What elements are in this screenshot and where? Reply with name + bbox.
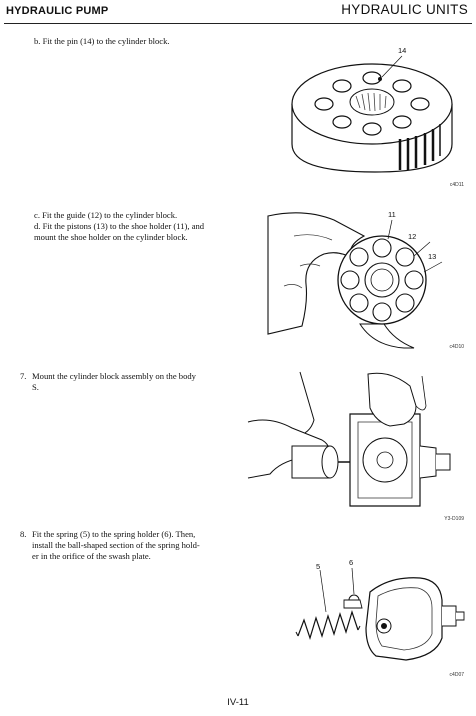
step-8-line: 8. Fit the spring (5) to the spring holde… — [20, 529, 200, 540]
figure-code: Y3-D109 — [444, 516, 464, 522]
step-7-line: 7. Mount the cylinder block assembly on t… — [20, 371, 196, 382]
figure-shoe-holder: 11 12 13 c4D10 — [264, 206, 466, 352]
step-d-line-2: mount the shoe holder on the cylinder bl… — [34, 232, 188, 242]
step-7: 7. Mount the cylinder block assembly on t… — [20, 371, 196, 393]
figure-cylinder-block-pin: 14 c4D11 — [280, 44, 466, 190]
header-chapter-title: HYDRAULIC UNITS — [341, 2, 468, 17]
callout-11: 11 — [388, 210, 396, 219]
step-d-line: d. Fit the pistons (13) to the shoe hold… — [34, 221, 205, 231]
callout-5: 5 — [316, 562, 321, 571]
figure-code: c4D10 — [449, 344, 464, 350]
step-7-line-2: S. — [32, 382, 39, 392]
callout-13: 13 — [428, 252, 437, 261]
callout-14: 14 — [398, 46, 407, 55]
page-number: IV-11 — [227, 697, 249, 708]
step-8-text: Fit the spring (5) to the spring holder … — [32, 529, 196, 539]
step-b-line: b. Fit the pin (14) to the cylinder bloc… — [34, 36, 170, 46]
step-b: b. Fit the pin (14) to the cylinder bloc… — [34, 36, 170, 47]
header-section-title: HYDRAULIC PUMP — [6, 5, 109, 17]
step-8-line-2: install the ball-shaped section of the s… — [32, 540, 200, 550]
step-c-line: c. Fit the guide (12) to the cylinder bl… — [34, 210, 178, 220]
figure-spring-holder: 5 6 c4D07 — [280, 556, 466, 680]
header-rule — [4, 23, 472, 24]
step-8-number: 8. — [20, 529, 27, 539]
figure-code: c4D07 — [449, 672, 464, 678]
callout-6: 6 — [349, 558, 354, 567]
callout-12: 12 — [408, 232, 417, 241]
figure-code: c4D11 — [449, 182, 464, 188]
step-7-text: Mount the cylinder block assembly on the… — [32, 371, 196, 381]
step-c-d: c. Fit the guide (12) to the cylinder bl… — [34, 210, 204, 243]
figure-cylinder-assembly-mount: Y3-D109 — [240, 366, 466, 524]
step-8: 8. Fit the spring (5) to the spring holde… — [20, 529, 200, 562]
step-7-number: 7. — [20, 371, 27, 381]
step-8-line-3: er in the orifice of the swash plate. — [32, 551, 151, 561]
